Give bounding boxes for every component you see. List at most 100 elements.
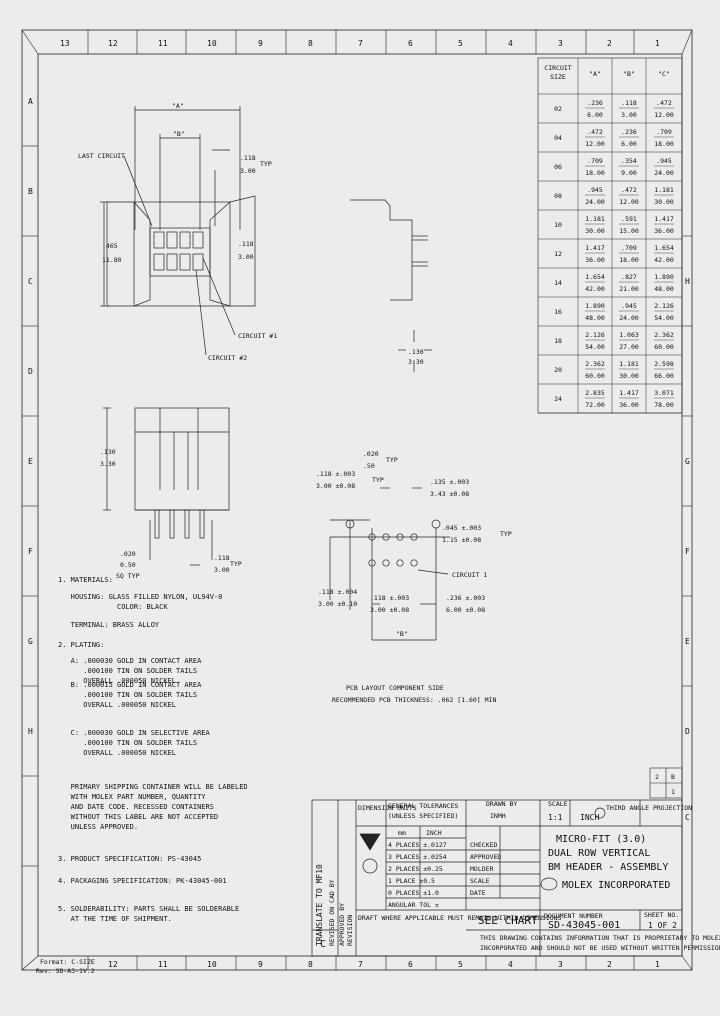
svg-text:G: G bbox=[685, 457, 690, 466]
svg-text:Format: C-SIZE: Format: C-SIZE bbox=[40, 958, 95, 966]
svg-text:.045 ±.003: .045 ±.003 bbox=[442, 524, 481, 532]
table-cell: .472 bbox=[621, 186, 637, 194]
table-cell: 6.00 bbox=[587, 111, 603, 119]
table-cell: .354 bbox=[621, 157, 637, 165]
svg-text:.130: .130 bbox=[408, 348, 424, 356]
pitch2-dim: .118 bbox=[238, 240, 254, 248]
table-cell: 1.417 bbox=[585, 244, 605, 252]
table-cell: 27.00 bbox=[619, 343, 639, 351]
zone-label: 7 bbox=[358, 39, 363, 48]
svg-text:DIMENSION UNITS: DIMENSION UNITS bbox=[358, 804, 417, 812]
svg-text:DATE: DATE bbox=[470, 889, 486, 897]
table-cell: 6.00 bbox=[621, 140, 637, 148]
table-cell: .709 bbox=[621, 244, 637, 252]
svg-text:mm: mm bbox=[398, 829, 406, 837]
svg-text:2: 2 bbox=[655, 773, 659, 781]
table-cell: 36.00 bbox=[585, 256, 605, 264]
note-materials: 1. MATERIALS: bbox=[58, 576, 113, 584]
svg-text:DRAWN BY: DRAWN BY bbox=[486, 800, 517, 808]
table-cell: .945 bbox=[587, 186, 603, 194]
svg-text:APPROVED: APPROVED bbox=[470, 853, 501, 861]
svg-text:APPROVED BY: APPROVED BY bbox=[338, 903, 346, 946]
table-cell: 18 bbox=[554, 337, 562, 345]
pcb-labels: .020 .50 TYP .118 ±.003 3.00 ±0.08 TYP .… bbox=[316, 450, 512, 704]
svg-text:D: D bbox=[685, 727, 690, 736]
svg-text:3.43 ±0.08: 3.43 ±0.08 bbox=[430, 490, 469, 498]
zone-label: 6 bbox=[408, 960, 413, 969]
svg-text:REVISED ON CAD BY: REVISED ON CAD BY bbox=[328, 879, 336, 946]
zone-label: 12 bbox=[108, 39, 118, 48]
table-cell: 42.00 bbox=[654, 256, 674, 264]
pcb-layout bbox=[329, 487, 450, 641]
pitch2-dim-mm: 3.00 bbox=[238, 253, 254, 261]
table-cell: 2.126 bbox=[654, 302, 674, 310]
svg-text:H: H bbox=[685, 277, 690, 286]
zone-label: 7 bbox=[358, 960, 363, 969]
table-cell: 15.00 bbox=[619, 227, 639, 235]
table-cell: 1.181 bbox=[654, 186, 674, 194]
table-cell: 18.00 bbox=[585, 169, 605, 177]
table-cell: 12.00 bbox=[619, 198, 639, 206]
table-cell: 21.00 bbox=[619, 285, 639, 293]
dim-a: "A" bbox=[172, 102, 184, 110]
dim-b: "B" bbox=[173, 130, 185, 138]
svg-text:E: E bbox=[685, 637, 690, 646]
table-cell: 08 bbox=[554, 192, 562, 200]
bottom-zone-labels: 12 11 10 9 8 7 6 5 4 3 2 1 bbox=[108, 960, 660, 969]
table-header: "B" bbox=[623, 70, 635, 78]
table-cell: 1.063 bbox=[619, 331, 639, 339]
doc-number: SD-43045-001 bbox=[548, 920, 620, 931]
svg-text:"B": "B" bbox=[396, 630, 408, 638]
svg-text:INCH: INCH bbox=[426, 829, 442, 837]
table-cell: 1.890 bbox=[585, 302, 605, 310]
table-cell: 1.417 bbox=[654, 215, 674, 223]
svg-text:0.50: 0.50 bbox=[120, 561, 136, 569]
svg-text:THIRD ANGLE PROJECTION: THIRD ANGLE PROJECTION bbox=[606, 804, 692, 812]
table-cell: 20 bbox=[554, 366, 562, 374]
title-block bbox=[311, 799, 683, 957]
zone-label: 11 bbox=[158, 39, 168, 48]
zone-label: 2 bbox=[607, 39, 612, 48]
table-cell: 2.362 bbox=[585, 360, 605, 368]
svg-text:6.00 ±0.08: 6.00 ±0.08 bbox=[446, 606, 485, 614]
svg-text:MOLDER: MOLDER bbox=[470, 865, 494, 873]
svg-text:.130: .130 bbox=[100, 448, 116, 456]
svg-text:D: D bbox=[28, 367, 33, 376]
table-cell: 2.598 bbox=[654, 360, 674, 368]
svg-text:DOCUMENT NUMBER: DOCUMENT NUMBER bbox=[544, 912, 603, 920]
table-cell: .118 bbox=[621, 99, 637, 107]
svg-text:THIS DRAWING CONTAINS INFORMAT: THIS DRAWING CONTAINS INFORMATION THAT I… bbox=[480, 934, 720, 942]
svg-text:SCALE: SCALE bbox=[548, 800, 568, 808]
format-stamp: Format: C-SIZE Rev: SD-A3-1V.2 bbox=[36, 958, 95, 975]
svg-text:1.15 ±0.08: 1.15 ±0.08 bbox=[442, 536, 481, 544]
svg-text:3 PLACES ±.0254: 3 PLACES ±.0254 bbox=[388, 853, 447, 861]
table-cell: 54.00 bbox=[654, 314, 674, 322]
table-cell: 9.00 bbox=[621, 169, 637, 177]
left-zone-labels: A B C D E F G H bbox=[28, 97, 33, 736]
last-circuit-label: LAST CIRCUIT bbox=[78, 152, 125, 160]
svg-text:3.30: 3.30 bbox=[408, 358, 424, 366]
svg-text:B: B bbox=[28, 187, 33, 196]
title-block-text: TRANSLATE TO MF10 REVISED ON CAD BY APPR… bbox=[315, 800, 720, 952]
zone-label: 5 bbox=[458, 960, 463, 969]
zone-label: 11 bbox=[158, 960, 168, 969]
side-zone-ticks bbox=[22, 145, 692, 867]
table-cell: 2.126 bbox=[585, 331, 605, 339]
svg-text:3.00 ±0.10: 3.00 ±0.10 bbox=[318, 600, 357, 608]
table-cell: 1.890 bbox=[654, 273, 674, 281]
zone-label: 3 bbox=[558, 39, 563, 48]
svg-text:F: F bbox=[28, 547, 33, 556]
table-cell: .591 bbox=[621, 215, 637, 223]
front-view bbox=[103, 407, 230, 566]
table-cell: 30.00 bbox=[654, 198, 674, 206]
circuit1-pcb-label: CIRCUIT 1 bbox=[452, 571, 487, 579]
table-cell: 14 bbox=[554, 279, 562, 287]
svg-text:4 PLACES ±.0127: 4 PLACES ±.0127 bbox=[388, 841, 447, 849]
table-cell: 04 bbox=[554, 134, 562, 142]
title-line: BM HEADER - ASSEMBLY bbox=[548, 862, 668, 873]
svg-text:3.00: 3.00 bbox=[214, 566, 230, 574]
table-cell: 12.00 bbox=[654, 111, 674, 119]
zone-label: 9 bbox=[258, 960, 263, 969]
table-cell: 18.00 bbox=[619, 256, 639, 264]
